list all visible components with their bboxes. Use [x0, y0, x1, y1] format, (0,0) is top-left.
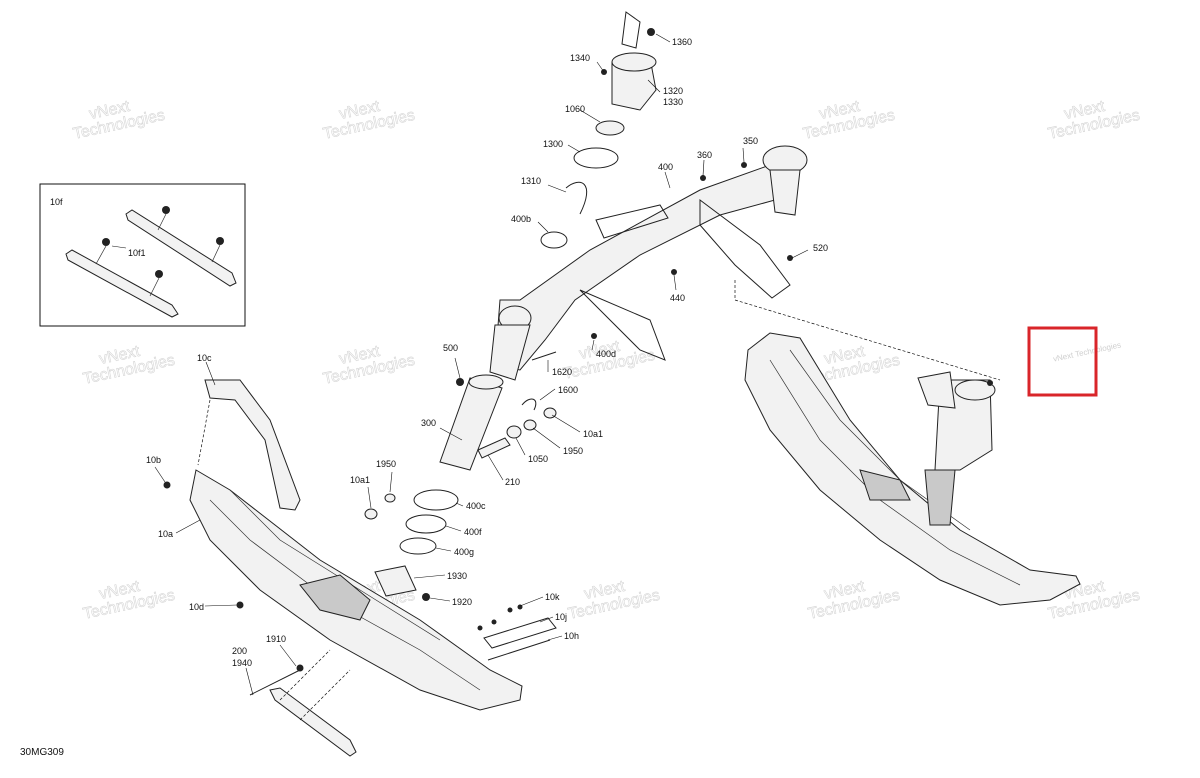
ring-400c: [413, 489, 459, 511]
callout-1300: 1300: [543, 139, 563, 149]
callout-1920: 1920: [452, 597, 472, 607]
watermark: vNext Technologies: [566, 578, 661, 624]
callout-400g: 400g: [454, 547, 474, 557]
inset-nut-icon: [216, 237, 224, 245]
watermark: vNext Technologies: [801, 98, 896, 144]
spindle-10c: [204, 379, 301, 511]
bolt-icon: [456, 378, 464, 386]
callout-520: 520: [813, 243, 828, 253]
callout-1930: 1930: [447, 571, 467, 581]
watermark: vNext Technologies: [1052, 340, 1122, 363]
callout-10a1-left: 10a1: [350, 475, 370, 485]
diagram-code: 30MG309: [20, 747, 64, 758]
bolt-icon: [296, 664, 304, 672]
callout-300: 300: [421, 418, 436, 428]
runner-200: [269, 687, 357, 757]
watermark: vNext Technologies: [71, 98, 166, 144]
callout-360: 360: [697, 150, 712, 160]
callout-labels: 1360 1340 1320 1330 1060 1300 1310 400b …: [146, 37, 828, 668]
callout-10f1: 10f1: [128, 248, 146, 258]
screw-icon: [477, 625, 483, 631]
shock-300: [364, 351, 557, 601]
callout-10a: 10a: [158, 529, 173, 539]
watermark: vNext Technologies: [81, 343, 176, 389]
callout-400b: 400b: [511, 214, 531, 224]
callout-210: 210: [505, 477, 520, 487]
callout-1950-right: 1950: [563, 446, 583, 456]
highlight-box: [1027, 326, 1098, 397]
bolt-icon: [700, 175, 706, 181]
clamp-1300: [573, 147, 619, 169]
callout-1600: 1600: [558, 385, 578, 395]
callout-10c: 10c: [197, 353, 212, 363]
right-ski: [734, 280, 1081, 606]
callout-1360: 1360: [672, 37, 692, 47]
bolt-icon: [741, 162, 747, 168]
callout-10h: 10h: [564, 631, 579, 641]
callout-350: 350: [743, 136, 758, 146]
inset-nut-icon: [162, 206, 170, 214]
nut-icon: [422, 593, 430, 601]
callout-1330: 1330: [663, 97, 683, 107]
callout-10a1-right: 10a1: [583, 429, 603, 439]
watermark-small: vNext Technologies: [1052, 340, 1122, 363]
clip-1600: [521, 398, 537, 411]
bolt-icon: [787, 255, 793, 261]
callout-10k: 10k: [545, 592, 560, 602]
callout-1320: 1320: [663, 86, 683, 96]
leader-lines: [154, 33, 809, 696]
bolt-icon: [591, 333, 597, 339]
steering-frame: [456, 145, 808, 386]
screw-icon: [491, 619, 497, 625]
pad-1930: [374, 565, 417, 597]
callout-1340: 1340: [570, 53, 590, 63]
bolt-icon: [163, 481, 171, 489]
inset-box: 10f 10f1: [39, 183, 246, 327]
watermark: vNext Technologies: [321, 98, 416, 144]
callout-1940: 1940: [232, 658, 252, 668]
watermark: vNext Technologies: [321, 343, 416, 389]
watermark: vNext Technologies: [1046, 98, 1141, 144]
nut-icon: [647, 28, 655, 36]
ring-400g: [399, 537, 437, 555]
inset-runner-lower: [65, 249, 179, 318]
ring-400b: [540, 231, 568, 249]
callout-10b: 10b: [146, 455, 161, 465]
callout-400f: 400f: [464, 527, 482, 537]
callout-440: 440: [670, 293, 685, 303]
callout-1950-left: 1950: [376, 459, 396, 469]
inset-label: 10f: [50, 197, 63, 207]
callout-1060: 1060: [565, 104, 585, 114]
clip-1310: [565, 181, 588, 215]
nut-icon: [987, 380, 993, 386]
callout-1620: 1620: [552, 367, 572, 377]
callout-1310: 1310: [521, 176, 541, 186]
callout-500: 500: [443, 343, 458, 353]
inset-nut-icon: [155, 270, 163, 278]
watermark: vNext Technologies: [81, 578, 176, 624]
callout-1050: 1050: [528, 454, 548, 464]
bolt-icon: [671, 269, 677, 275]
callout-400: 400: [658, 162, 673, 172]
inset-nut-icon: [102, 238, 110, 246]
watermark: vNext Technologies: [806, 578, 901, 624]
callout-400d: 400d: [596, 349, 616, 359]
bolt-icon: [236, 601, 244, 609]
callout-1910: 1910: [266, 634, 286, 644]
callout-200: 200: [232, 646, 247, 656]
callout-400c: 400c: [466, 501, 486, 511]
washer-1060: [595, 120, 625, 136]
inset-runner-upper: [125, 209, 237, 287]
ring-400f: [405, 514, 447, 534]
left-ski: [163, 379, 557, 757]
screw-icon: [507, 607, 513, 613]
callout-10d: 10d: [189, 602, 204, 612]
steering-column-top: [540, 11, 657, 249]
callout-10j: 10j: [555, 612, 567, 622]
